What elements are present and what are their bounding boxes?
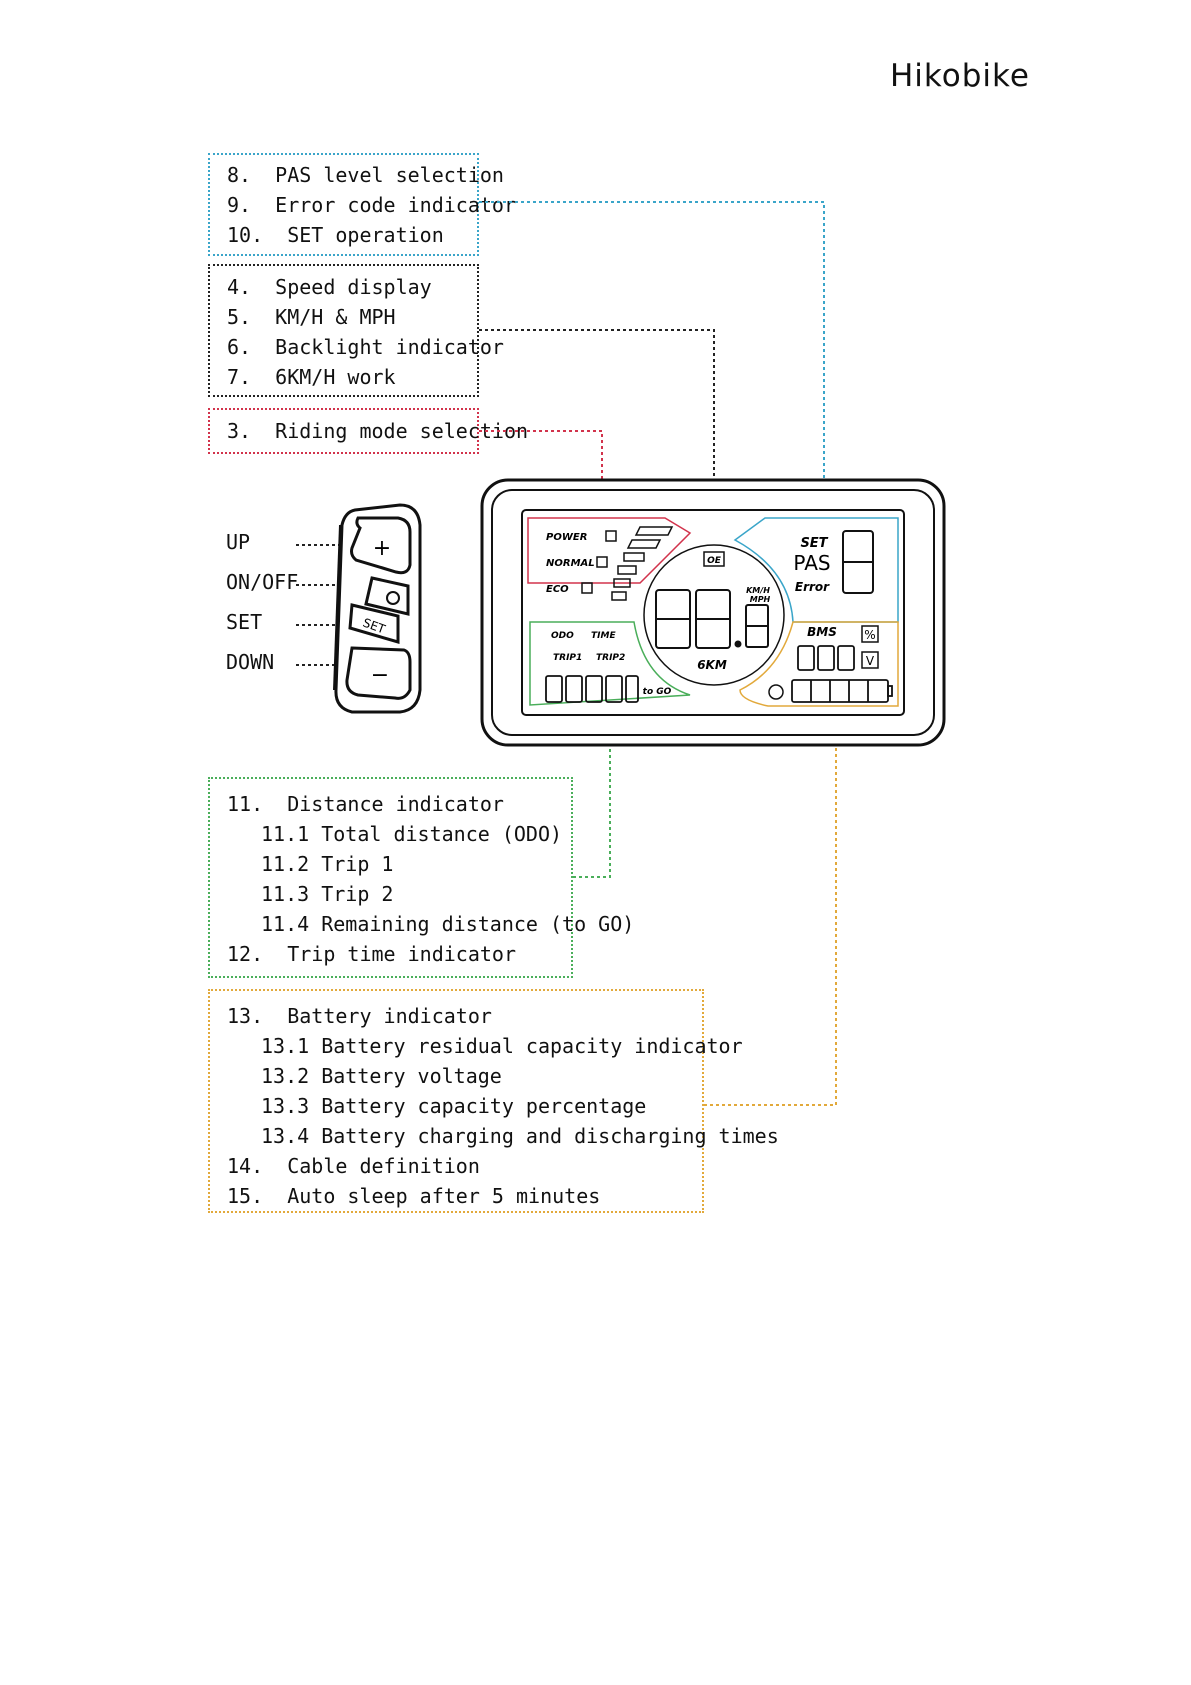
percent-label: %	[864, 628, 875, 642]
checkbox-icon	[596, 556, 608, 568]
lcd-bezel-inner	[491, 489, 935, 736]
callout-item: 9. Error code indicator	[227, 193, 516, 217]
callout-subitem: 11.2 Trip 1	[261, 852, 394, 876]
pas-bar	[634, 526, 674, 536]
callout-item: 7. 6KM/H work	[227, 365, 396, 389]
pas-label: PAS	[793, 551, 830, 575]
battery-panel	[739, 621, 899, 707]
battery-digits	[797, 645, 855, 671]
callout-item: 13. Battery indicator	[227, 1004, 492, 1028]
error-label: Error	[795, 580, 830, 594]
connector-red	[479, 430, 603, 540]
trip2-label: TRIP2	[596, 653, 625, 663]
power-icon	[386, 591, 400, 605]
callout-subitem: 13.3 Battery capacity percentage	[261, 1094, 647, 1118]
down-button[interactable]: −	[345, 646, 412, 700]
callout-subitem: 13.1 Battery residual capacity indicator	[261, 1034, 743, 1058]
lcd-screen	[521, 509, 905, 716]
mode-power: POWER	[546, 532, 587, 543]
label-set: SET	[226, 610, 263, 634]
lcd-display: POWER NORMAL ECO OE KM/H MPH 6KM SET	[480, 478, 946, 747]
pas-bar	[617, 565, 637, 575]
volt-frame	[861, 651, 879, 669]
callout-item: 15. Auto sleep after 5 minutes	[227, 1184, 601, 1208]
mode-panel	[527, 517, 692, 584]
callout-battery: 13. Battery indicator 13.1 Battery resid…	[208, 989, 779, 1213]
unit-kmh: KM/H	[746, 586, 770, 595]
brand-logo: Hikobike	[890, 58, 1030, 94]
pas-digit	[842, 530, 874, 594]
odo-label: ODO	[551, 631, 574, 641]
distance-panel	[529, 621, 691, 706]
callout-item: 5. KM/H & MPH	[227, 305, 396, 329]
pas-bar	[626, 539, 662, 549]
walk-6km: 6KM	[697, 658, 727, 672]
callout-pas-error-set: 8. PAS level selection 9. Error code ind…	[208, 153, 516, 256]
plus-icon: +	[373, 536, 391, 561]
mode-eco: ECO	[546, 584, 569, 595]
set-button[interactable]: SET	[348, 603, 400, 644]
callout-item: 4. Speed display	[227, 275, 432, 299]
callout-item: 11. Distance indicator	[227, 792, 504, 816]
percent-frame	[861, 625, 879, 643]
connector-black	[479, 329, 715, 540]
bms-label: BMS	[807, 625, 837, 639]
connector-green	[573, 713, 611, 878]
callout-subitem: 11.1 Total distance (ODO)	[261, 822, 563, 846]
time-label: TIME	[591, 631, 616, 641]
callout-subitem: 11.3 Trip 2	[261, 882, 394, 906]
pas-panel	[733, 517, 899, 623]
cable-icon	[768, 684, 784, 700]
callout-item: 14. Cable definition	[227, 1154, 480, 1178]
remote-control: + SET −	[333, 503, 422, 714]
onoff-button[interactable]	[364, 576, 410, 616]
volt-label: V	[866, 654, 875, 668]
callout-item: 10. SET operation	[227, 223, 444, 247]
label-down: DOWN	[226, 650, 275, 674]
up-button[interactable]: +	[350, 516, 412, 575]
checkbox-icon	[605, 530, 617, 542]
connector-blue	[479, 201, 825, 520]
minus-icon: −	[371, 663, 389, 688]
pas-bar	[611, 591, 627, 601]
connector-orange	[704, 713, 837, 1106]
pas-bar	[623, 552, 645, 562]
trip1-label: TRIP1	[553, 653, 582, 663]
backlight-icon-frame	[703, 551, 725, 567]
callout-item: 12. Trip time indicator	[227, 942, 516, 966]
callout-speed: 4. Speed display 5. KM/H & MPH 6. Backli…	[208, 264, 504, 397]
label-onoff: ON/OFF	[226, 570, 299, 594]
pas-bar	[613, 578, 631, 588]
togo-label: to GO	[643, 687, 672, 697]
set-label: SET	[800, 536, 828, 551]
lcd-bezel-outer	[480, 478, 946, 747]
backlight-icon: OE	[707, 556, 722, 566]
callout-subitem: 13.2 Battery voltage	[261, 1064, 502, 1088]
speed-digits	[655, 589, 769, 649]
label-up: UP	[226, 530, 251, 554]
mode-normal: NORMAL	[546, 558, 595, 569]
distance-digits	[545, 675, 639, 703]
battery-icon	[791, 679, 893, 703]
checkbox-icon	[581, 582, 593, 594]
speed-ring	[643, 544, 785, 686]
unit-mph: MPH	[750, 595, 771, 604]
